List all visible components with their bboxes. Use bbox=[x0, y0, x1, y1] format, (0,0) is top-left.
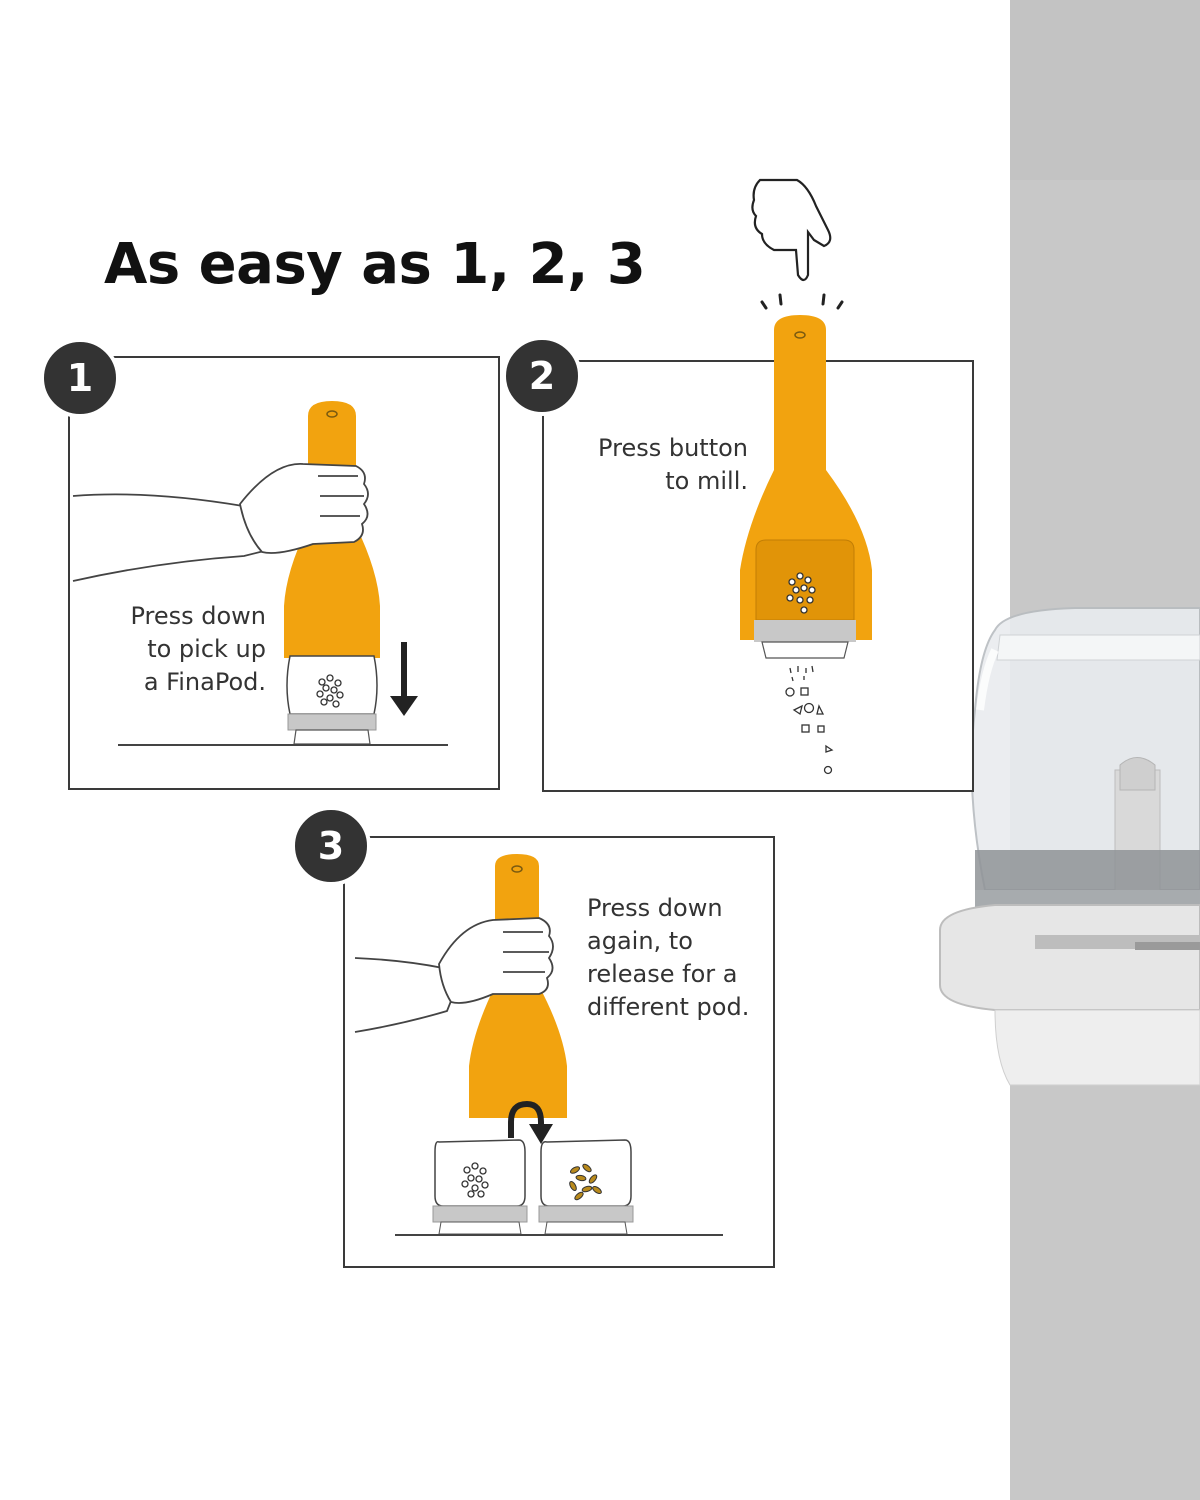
step-3-badge: 3 bbox=[291, 806, 371, 886]
step-1-caption-line: a FinaPod. bbox=[143, 668, 266, 696]
hand-gripping-mill-icon bbox=[354, 917, 554, 1033]
step-2-illustration bbox=[740, 178, 872, 775]
finapod-left bbox=[432, 1139, 528, 1235]
step-1-caption-line: Press down bbox=[130, 602, 266, 630]
step-3-caption-line: release for a bbox=[587, 960, 738, 988]
pointing-hand-icon bbox=[751, 178, 832, 282]
step-1-badge: 1 bbox=[40, 338, 120, 418]
step-3-caption-line: different pod. bbox=[587, 993, 750, 1021]
step-2-badge: 2 bbox=[502, 336, 582, 416]
step-2-caption-line: to mill. bbox=[665, 467, 748, 495]
finapod bbox=[286, 655, 378, 745]
step-2-caption-line: Press button bbox=[598, 434, 748, 462]
step-1-caption-line: to pick up bbox=[147, 635, 266, 663]
u-turn-arrow-icon bbox=[508, 1100, 544, 1138]
down-arrow-icon bbox=[390, 642, 418, 716]
hand-gripping-mill-icon bbox=[72, 463, 369, 582]
step-2-caption: Press button to mill. bbox=[580, 432, 748, 498]
step-3-caption-line: Press down bbox=[587, 894, 723, 922]
step-3-caption: Press down again, to release for a diffe… bbox=[587, 892, 767, 1024]
grinder-container-photo bbox=[939, 607, 1200, 1086]
page-title: As easy as 1, 2, 3 bbox=[104, 232, 646, 297]
step-3-caption-line: again, to bbox=[587, 927, 693, 955]
finapod-right bbox=[538, 1139, 634, 1235]
step-1-illustration bbox=[72, 401, 448, 746]
step-1-panel bbox=[68, 356, 500, 790]
step-1-caption: Press down to pick up a FinaPod. bbox=[126, 600, 266, 699]
step-3-illustration bbox=[354, 854, 723, 1236]
